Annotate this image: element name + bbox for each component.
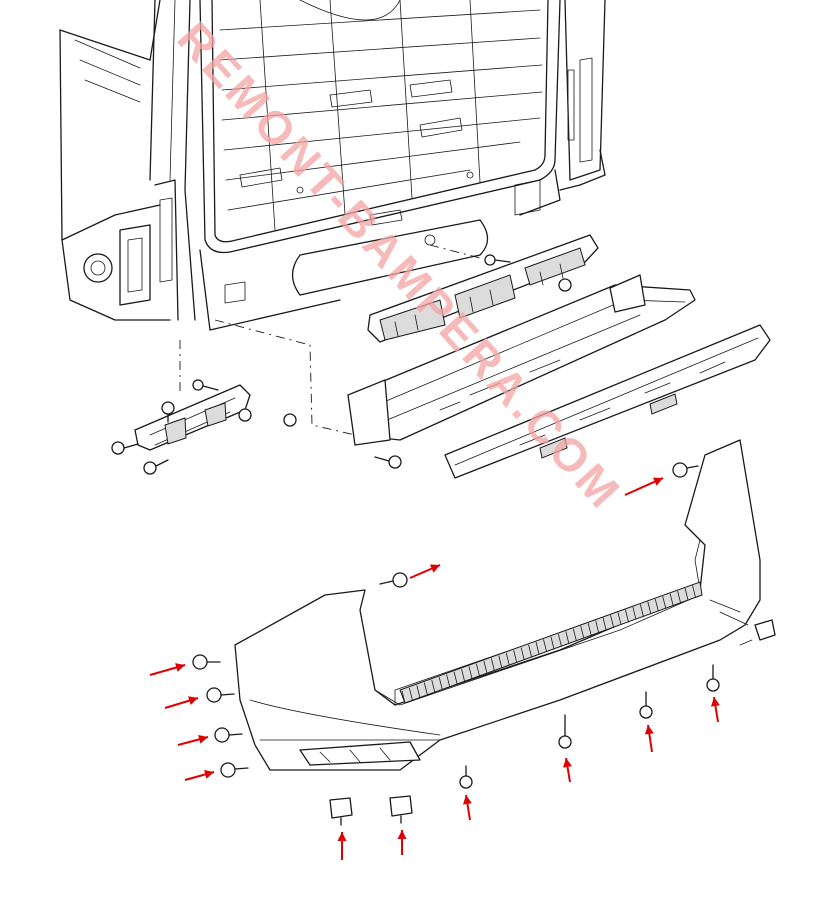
nut-left [283,413,297,427]
step-pad-rib [483,660,488,674]
clip-upper-1 [558,278,572,292]
step-pad-rib [416,685,421,698]
step-pad-rib [572,628,577,642]
step-pad-rib [476,663,480,677]
bumper-fasteners [192,462,720,826]
red-arrow-head [175,663,185,672]
step-pad-rib [409,687,413,701]
step-pad-rib [535,642,540,655]
step-pad-rib [602,617,607,631]
bumper-foam-absorber [444,324,771,479]
red-arrow-head [188,696,198,705]
step-pad-rib [580,625,585,639]
screw-left-1 [192,379,219,391]
bolt-side-4 [220,762,249,778]
alignment-lines [179,244,481,436]
clip-left-1 [161,401,175,423]
step-pad-rib [423,682,428,696]
step-pad-rib [595,620,600,634]
screw-bottom-1 [459,765,473,789]
bolt-side-2 [206,687,235,703]
step-pad-rib [520,647,525,661]
screw-left-3 [143,459,169,475]
bolt-side-3 [214,727,243,743]
step-pad-rib [513,650,518,663]
bolt-upper-left [379,572,408,588]
screw-beam [374,455,402,469]
step-pad-rib [550,636,555,650]
step-pad-rib [565,631,570,644]
step-pad-rib [610,615,614,628]
red-arrow-head [397,830,407,839]
red-arrow-head [337,832,347,841]
bumper-cover [234,439,776,771]
red-arrow-head [563,758,572,768]
step-pad-rib [528,644,533,658]
screw-upper-1 [484,254,511,266]
bumper-reinforcement-beam [347,274,696,446]
step-pad-rib [505,652,510,666]
screw-left-2 [111,441,139,455]
step-pad-rib [640,604,644,617]
step-pad-rib [438,677,443,690]
red-arrow-head [429,564,440,573]
bumper-absorber-bracket [367,234,599,343]
clip-bottom-2 [389,795,413,824]
step-pad-rib [431,679,436,693]
step-pad-rib [401,690,406,704]
step-pad-rib [647,601,652,615]
red-arrow-head [198,734,208,744]
left-side-bracket [134,384,251,451]
step-pad-rib [669,593,674,607]
screw-bottom-2 [558,714,572,749]
step-pad-rib [558,633,562,647]
clip-left-2 [238,408,252,422]
bolt-side-1 [192,654,221,670]
step-pad-rib [625,609,629,623]
bolt-top [672,462,699,478]
step-pad-rib [498,655,503,669]
fastener-arrows [149,477,720,860]
red-arrow-head [204,770,214,779]
red-arrow-head [644,725,654,735]
red-arrow-head [652,477,663,486]
step-pad-rib [662,596,667,609]
step-pad-rib [677,590,682,604]
step-pad-rib [453,671,458,685]
step-pad-rib [692,585,696,599]
step-pad-rib [468,666,473,680]
step-pad-rib [587,623,592,636]
step-pad-rib [684,588,689,601]
clip-bottom-1 [329,797,353,826]
step-pad-rib [461,669,465,682]
step-pad-rib [543,639,547,653]
red-arrow-head [710,697,720,707]
screw-bottom-3 [639,691,653,719]
upper-fasteners [111,254,572,475]
step-pad-rib [632,606,637,620]
step-pad-rib [617,612,622,626]
red-arrow-head [462,795,472,805]
screw-bottom-4 [706,664,720,692]
vehicle-rear-body [59,0,606,331]
step-pad-rib [446,674,451,688]
step-pad-texture [401,585,696,704]
step-pad-rib [654,598,659,612]
step-pad-rib [491,658,495,671]
